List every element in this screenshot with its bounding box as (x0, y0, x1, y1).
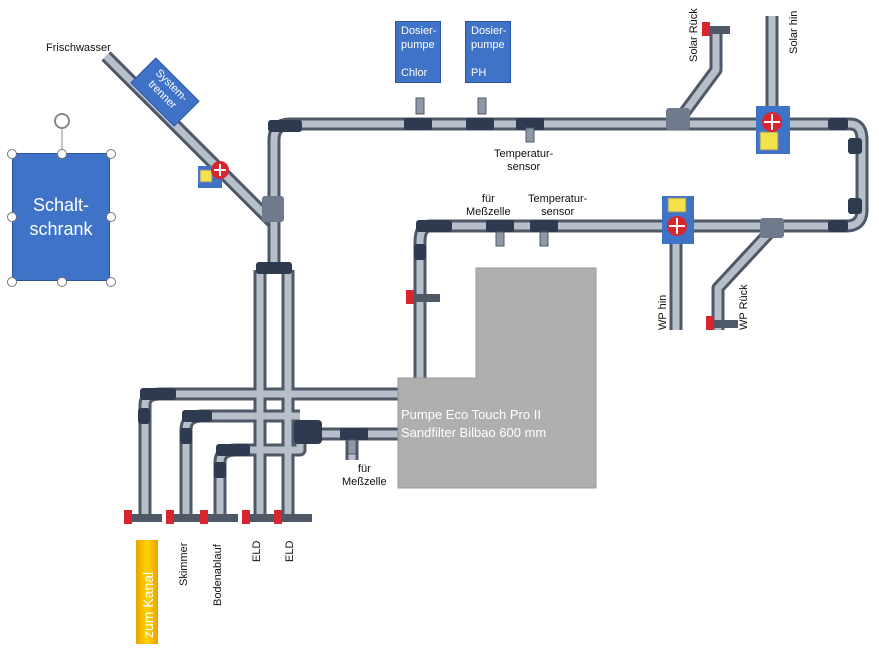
dosing-pump-ph: Dosier- pumpe PH (465, 21, 511, 83)
ball-valves (124, 22, 738, 524)
three-way-valves (198, 106, 790, 244)
resize-handle[interactable] (106, 277, 116, 287)
solar-flow-label: Solar hin (788, 10, 800, 54)
heatpump-flow-label: WP hin (657, 294, 669, 330)
fresh-water-label: Frischwasser (46, 42, 111, 54)
pump-label-line2: Sandfilter Bilbao 600 mm (401, 425, 547, 440)
sensor-stubs (347, 97, 549, 455)
pipe-fittings (138, 108, 862, 478)
eld-1-label: ELD (251, 540, 263, 562)
resize-handle[interactable] (7, 149, 17, 159)
resize-handle[interactable] (57, 277, 67, 287)
control-cabinet[interactable]: Schalt- schrank (12, 153, 110, 281)
resize-handle[interactable] (7, 277, 17, 287)
drain-label: zum Kanal (140, 571, 156, 638)
eld-2-label: ELD (284, 540, 296, 562)
resize-handle[interactable] (57, 149, 67, 159)
resize-handle[interactable] (7, 212, 17, 222)
temperature-sensor-mid-label: Temperatur- sensor (528, 193, 588, 218)
selection-handles (54, 113, 70, 150)
drain-to-sewer: zum Kanal (136, 540, 158, 644)
pump-label-line1: Pumpe Eco Touch Pro II (401, 407, 541, 422)
dosing-pump-chlor: Dosier- pumpe Chlor (395, 21, 441, 83)
solar-return-label: Solar Rück (688, 8, 700, 62)
measuring-cell-mid-label: für Meßzelle (466, 193, 511, 218)
resize-handle[interactable] (106, 212, 116, 222)
measuring-cell-bottom-label: für Meßzelle (342, 463, 387, 488)
resize-handle[interactable] (106, 149, 116, 159)
pump-label: Pumpe Eco Touch Pro II Sandfilter Bilbao… (401, 406, 546, 442)
heatpump-return-label: WP Rück (738, 284, 750, 330)
temperature-sensor-top-label: Temperatur- sensor (494, 148, 554, 173)
control-cabinet-label: Schalt- schrank (29, 195, 93, 239)
skimmer-label: Skimmer (178, 542, 190, 586)
floor-drain-label: Bodenablauf (212, 544, 224, 606)
pump-filter-unit (397, 267, 597, 489)
